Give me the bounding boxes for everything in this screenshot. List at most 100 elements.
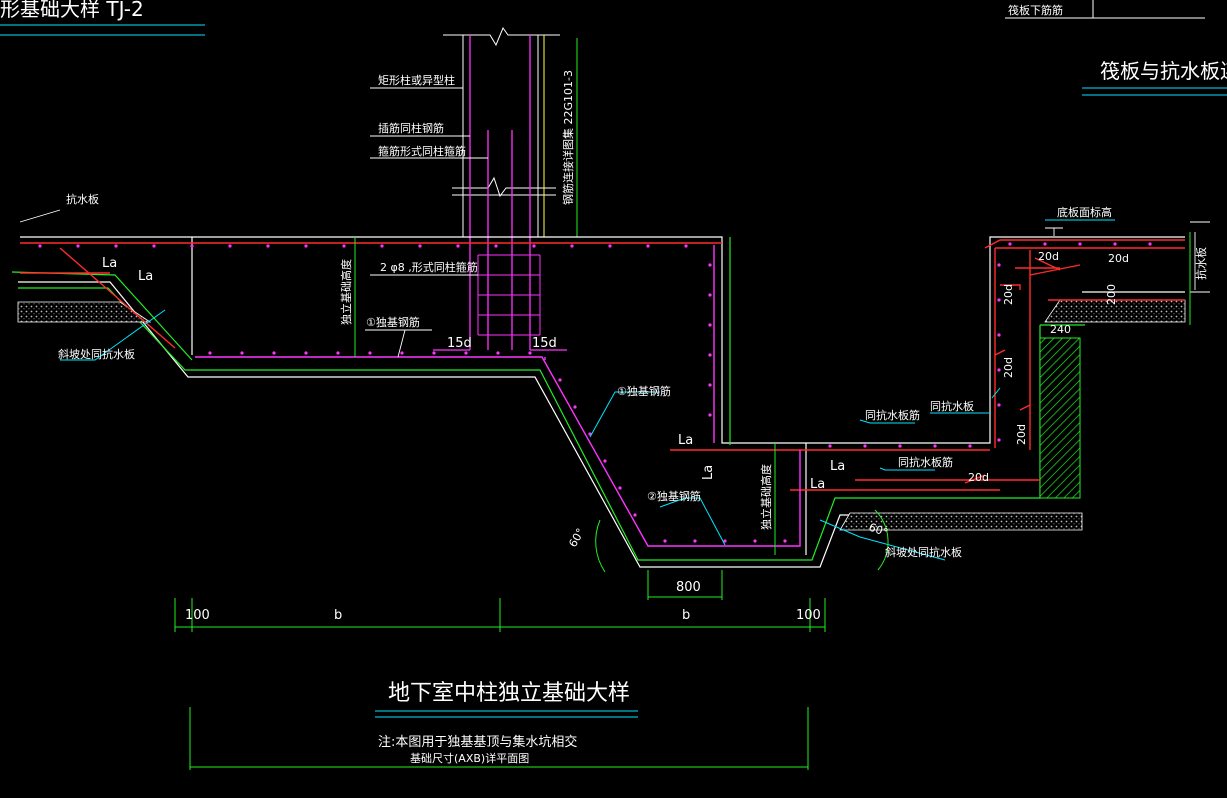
rebar-section-dot bbox=[494, 244, 498, 248]
label-la-2: La bbox=[138, 269, 153, 284]
concrete-outline bbox=[18, 236, 1185, 568]
label-la-6: La bbox=[701, 465, 716, 480]
label-bar1-left: ①独基钢筋 bbox=[366, 315, 420, 329]
label-raft-top: 底板面标高 bbox=[1057, 205, 1112, 219]
rebar-dots bbox=[38, 242, 1152, 543]
rebar-section-dot bbox=[464, 351, 468, 355]
header-frames bbox=[0, 0, 1227, 96]
rebar-section-dot bbox=[997, 438, 1001, 442]
label-20d-2: 20d bbox=[1108, 252, 1129, 265]
label-15d-left: 15d bbox=[447, 336, 472, 351]
rebar-section-dot bbox=[336, 351, 340, 355]
label-20d-4: 20d bbox=[1002, 357, 1015, 378]
drawing-note: 注:本图用于独基基顶与集水坑相交 bbox=[378, 734, 577, 750]
rebar-section-dot bbox=[190, 244, 194, 248]
rebar-section-dot bbox=[663, 539, 667, 543]
rebar-section-dot bbox=[1148, 242, 1152, 246]
footer-underlines bbox=[375, 710, 638, 718]
rebar-section-dot bbox=[828, 444, 832, 448]
rebar-section-dot bbox=[708, 383, 712, 387]
rebar-section-dot bbox=[528, 351, 532, 355]
rebar-section-dot bbox=[968, 444, 972, 448]
label-bar1-right: ①独基钢筋 bbox=[617, 384, 671, 398]
label-found-thickness-left: 独立基础高度 bbox=[339, 259, 353, 325]
label-col-stirrups: 箍筋形式同柱箍筋 bbox=[378, 144, 466, 158]
rebar-section-dot bbox=[304, 244, 308, 248]
rebar-section-dot bbox=[608, 244, 612, 248]
label-anchor-note: 钢筋连接详图集 22G101-3 bbox=[561, 70, 575, 205]
label-left-slope-note: 斜坡处同抗水板 bbox=[58, 347, 135, 361]
rebar-section-dot bbox=[693, 539, 697, 543]
rebar-section-dot bbox=[400, 351, 404, 355]
rebar-section-dot bbox=[723, 539, 727, 543]
rebar-section-dot bbox=[997, 263, 1001, 267]
cushion-hatch bbox=[17, 299, 1186, 531]
rebar-section-dot bbox=[1043, 242, 1047, 246]
rebar-section-dot bbox=[573, 405, 577, 409]
dim-b-right: b bbox=[682, 608, 690, 623]
rebar-section-dot bbox=[618, 486, 622, 490]
label-20d-6: 20d bbox=[968, 471, 989, 484]
label-15d-right: 15d bbox=[532, 336, 557, 351]
rebar-section-dot bbox=[456, 244, 460, 248]
label-same-board-bars-1: 同抗水板筋 bbox=[865, 408, 920, 422]
label-column: 矩形柱或异型柱 bbox=[378, 73, 455, 87]
rebar-section-dot bbox=[558, 378, 562, 382]
rebar-section-dot bbox=[272, 351, 276, 355]
rebar-section-dot bbox=[708, 413, 712, 417]
drawing-title: 地下室中柱独立基础大样 bbox=[388, 681, 630, 706]
label-20d-1: 20d bbox=[1038, 250, 1059, 263]
rebar-section-dot bbox=[997, 368, 1001, 372]
top-right-cell: 筏板下筋筋 bbox=[1008, 3, 1063, 17]
rebar-section-dot bbox=[208, 351, 212, 355]
white-leaders bbox=[19, 87, 1210, 358]
label-dim-240: 240 bbox=[1050, 323, 1071, 336]
label-la-4: La bbox=[830, 459, 845, 474]
rebar-section-dot bbox=[38, 244, 42, 248]
rebar-section-dot bbox=[368, 351, 372, 355]
rebar-section-dot bbox=[418, 244, 422, 248]
waterproof-layer bbox=[11, 237, 1085, 561]
rebar-section-dot bbox=[708, 293, 712, 297]
label-col-bars: 插筋同柱钢筋 bbox=[378, 121, 444, 135]
rebar-section-dot bbox=[997, 403, 1001, 407]
top-left-title: 形基础大样 TJ-2 bbox=[0, 0, 144, 21]
rebar-section-dot bbox=[240, 351, 244, 355]
rebar-section-dot bbox=[708, 353, 712, 357]
label-waterproof-board: 抗水板 bbox=[66, 192, 99, 206]
label-la-3: La bbox=[678, 433, 693, 448]
label-bar2: ②独基钢筋 bbox=[647, 489, 701, 503]
rebar-section-dot bbox=[1113, 242, 1117, 246]
rebar-section-dot bbox=[1078, 242, 1082, 246]
rebar-section-dot bbox=[997, 333, 1001, 337]
dimension-lines bbox=[174, 232, 1191, 770]
leader-lines bbox=[60, 219, 1115, 561]
rebar-section-dot bbox=[753, 539, 757, 543]
rebar-magenta bbox=[195, 245, 801, 547]
rebar-section-dot bbox=[432, 351, 436, 355]
rebar-section-dot bbox=[783, 539, 787, 543]
rebar-section-dot bbox=[633, 513, 637, 517]
dim-800: 800 bbox=[676, 580, 701, 595]
label-dim-200: 200 bbox=[1105, 284, 1118, 305]
dim-100-right: 100 bbox=[796, 608, 821, 623]
rebar-section-dot bbox=[646, 244, 650, 248]
label-found-thickness-right: 独立基础高度 bbox=[759, 464, 773, 530]
label-right-slope-note: 斜坡处同抗水板 bbox=[885, 545, 962, 559]
rebar-section-dot bbox=[114, 244, 118, 248]
rebar-section-dot bbox=[76, 244, 80, 248]
rebar-section-dot bbox=[342, 244, 346, 248]
rebar-section-dot bbox=[380, 244, 384, 248]
rebar-section-dot bbox=[1008, 242, 1012, 246]
rebar-section-dot bbox=[304, 351, 308, 355]
label-20d-3: 20d bbox=[1002, 284, 1015, 305]
label-same-board: 同抗水板 bbox=[930, 399, 974, 413]
dim-100-left: 100 bbox=[185, 608, 210, 623]
rebar-red bbox=[20, 239, 1185, 491]
dim-b-left: b bbox=[334, 608, 342, 623]
top-right-title: 筏板与抗水板连接 bbox=[1100, 59, 1227, 83]
drawing-subnote: 基础尺寸(AXB)详平面图 bbox=[410, 751, 529, 765]
rebar-section-dot bbox=[603, 459, 607, 463]
label-angle-right: 60° bbox=[867, 521, 890, 540]
rebar-section-dot bbox=[708, 263, 712, 267]
